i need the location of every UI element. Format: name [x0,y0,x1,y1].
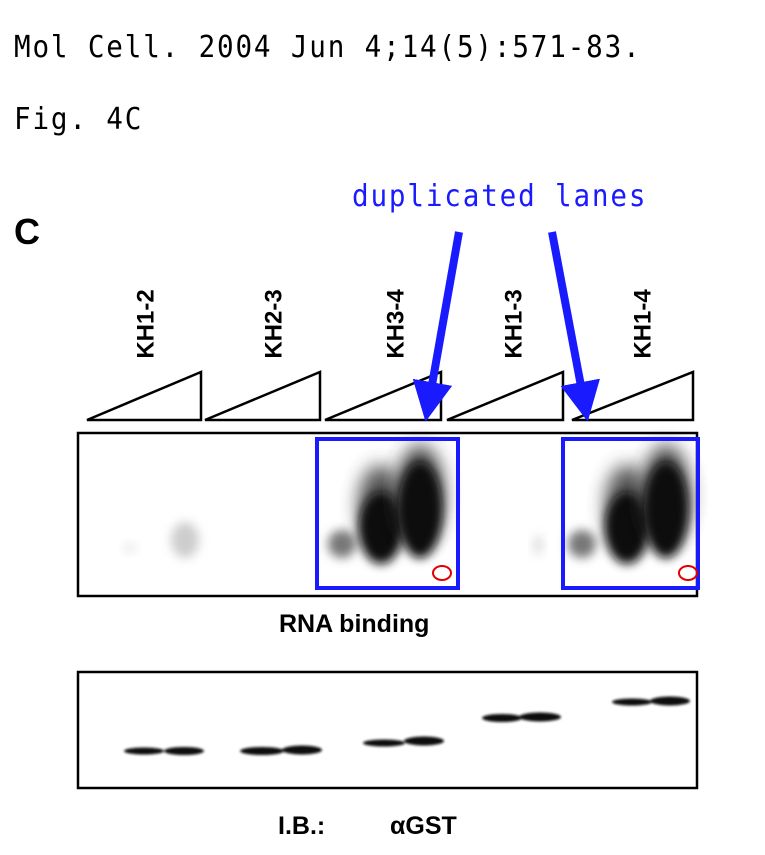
blot-band [124,747,164,755]
blot-band [650,696,690,706]
blot-band [404,736,444,746]
concentration-wedges [86,370,695,422]
highlight-circle-right [678,565,698,581]
arrow-left [412,231,463,422]
blot-frame [76,670,699,790]
panel-letter: C [14,211,40,252]
faint-band [533,535,543,555]
figure-reference: Fig. 4C [14,102,144,137]
rna-binding-gel [76,431,700,598]
wedge-kh3-4 [324,370,443,422]
citation-line: Mol Cell. 2004 Jun 4;14(5):571-83. [14,30,642,65]
wedge-kh1-3 [446,370,565,422]
shift-band [328,530,356,558]
blot-band [519,712,561,722]
duplicated-lanes-annotation: duplicated lanes [352,179,648,214]
blot-band [363,739,405,747]
blot-band [282,745,322,755]
faint-band [124,543,136,553]
wedge-kh1-2 [86,370,203,422]
duplicate-box-right [561,437,700,590]
shift-band [359,492,403,564]
faint-band [171,522,199,558]
wedge-kh1-4 [571,370,695,422]
arrow-right [548,231,600,422]
rna-binding-caption: RNA binding [279,610,430,638]
shift-band [605,492,649,564]
shift-band [644,462,688,558]
blot-band [482,714,522,722]
wedge-kh2-3 [204,370,322,422]
duplication-arrows [412,231,600,422]
ib-caption: I.B.: [278,812,326,840]
shift-band [398,462,442,558]
highlight-circle-left [432,565,452,581]
antibody-caption: αGST [390,812,457,840]
blot-band [164,747,204,755]
duplicate-box-left [315,437,460,590]
blot-band [240,747,284,755]
western-blot [76,670,699,790]
shift-band [568,530,596,558]
blot-band [612,698,652,706]
